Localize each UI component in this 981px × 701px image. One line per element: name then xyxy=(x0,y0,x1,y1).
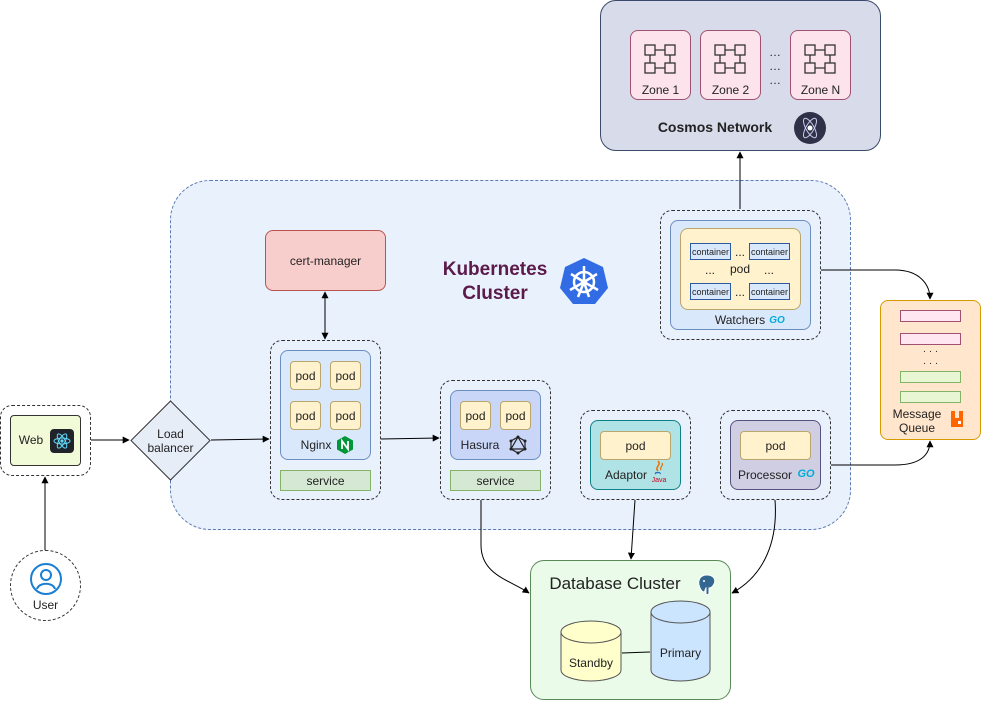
adaptor-label: Adaptor xyxy=(604,468,648,482)
queue-slot xyxy=(900,371,961,383)
cosmos-title: Cosmos Network xyxy=(657,119,773,135)
nginx-pod: pod xyxy=(330,361,361,390)
adaptor-deployment xyxy=(580,410,691,500)
kubernetes-logo-icon xyxy=(560,258,608,304)
link-standby-primary xyxy=(621,651,651,654)
arrow-nginx-to-hasura xyxy=(380,434,440,442)
standby-label: Standby xyxy=(568,656,614,670)
database-title: Database Cluster xyxy=(549,574,681,593)
load-balancer-shape xyxy=(130,400,211,481)
hasura-pod: pod xyxy=(460,401,491,430)
message-queue-label: Message Queue xyxy=(892,407,942,435)
nginx-deployment xyxy=(270,340,381,500)
hasura-service: service xyxy=(450,470,541,491)
queue-dots: · · · xyxy=(922,357,939,369)
processor-label: Processor xyxy=(737,468,793,482)
queue-slot xyxy=(900,310,961,322)
nginx-label: Nginx xyxy=(300,438,332,452)
zone-1: Zone 1 xyxy=(630,30,691,100)
zone-2: Zone 2 xyxy=(700,30,761,100)
user-icon xyxy=(30,563,62,595)
web-label: Web xyxy=(18,433,44,447)
web-container xyxy=(0,405,91,476)
hasura-pod: pod xyxy=(500,401,531,430)
postgresql-logo-icon xyxy=(698,574,716,596)
container-ellipsis: ... xyxy=(704,263,715,277)
zone-label: Zone 1 xyxy=(641,83,680,97)
arrow-processor-to-db xyxy=(731,499,776,594)
queue-slot xyxy=(900,391,961,403)
arrow-hasura-to-db xyxy=(480,500,530,594)
zone-n: Zone N xyxy=(790,30,851,100)
watcher-container: container xyxy=(690,283,731,300)
hasura-label: Hasura xyxy=(460,438,500,452)
cube-icon xyxy=(804,44,836,74)
user-label: User xyxy=(32,598,59,612)
hasura-deployment xyxy=(440,380,551,500)
kubernetes-title: Kubernetes Cluster xyxy=(442,259,548,304)
queue-dots: · · · xyxy=(922,345,939,357)
cert-manager: cert-manager xyxy=(265,230,386,291)
cosmos-logo-icon xyxy=(794,112,826,144)
web-app: Web xyxy=(10,415,81,466)
cube-icon xyxy=(714,44,746,74)
graphql-logo-icon xyxy=(509,435,527,455)
nginx-service: service xyxy=(280,470,371,491)
standby-database xyxy=(560,620,622,682)
rabbitmq-logo-icon xyxy=(951,411,963,427)
nginx-pod: pod xyxy=(290,361,321,390)
arrow-watchers-to-queue xyxy=(821,269,934,300)
adaptor-pod: pod xyxy=(600,431,671,460)
go-logo-icon: GO xyxy=(797,468,815,480)
primary-label: Primary xyxy=(659,646,702,660)
arrow-processor-to-queue xyxy=(831,440,934,466)
arrow-lb-to-nginx xyxy=(210,435,270,443)
container-ellipsis: ... xyxy=(734,284,745,299)
nginx-pod: pod xyxy=(290,401,321,430)
user xyxy=(10,550,81,621)
go-logo-icon: GO xyxy=(769,315,785,326)
nginx-logo-icon xyxy=(337,436,353,454)
watchers-deployment xyxy=(660,210,821,340)
nginx-pod: pod xyxy=(330,401,361,430)
watcher-container: container xyxy=(749,283,790,300)
zone-label: Zone 2 xyxy=(711,83,750,97)
zone-label: Zone N xyxy=(800,83,841,97)
react-icon xyxy=(50,429,74,453)
load-balancer-label: Load balancer xyxy=(147,427,194,455)
watcher-container: container xyxy=(749,243,790,260)
watchers-pod-label: pod xyxy=(729,262,751,276)
container-ellipsis: ... xyxy=(763,263,774,277)
primary-database xyxy=(650,600,711,682)
java-logo-icon: Java xyxy=(648,460,670,486)
processor-pod: pod xyxy=(740,431,811,460)
queue-slot xyxy=(900,333,961,345)
container-ellipsis: ... xyxy=(734,244,745,259)
watchers-label: Watchers xyxy=(714,313,766,327)
zone-ellipsis: … … … xyxy=(769,44,781,87)
watcher-container: container xyxy=(690,243,731,260)
cube-icon xyxy=(644,44,676,74)
arrow-adaptor-to-db xyxy=(627,499,636,560)
processor-deployment xyxy=(720,410,831,500)
